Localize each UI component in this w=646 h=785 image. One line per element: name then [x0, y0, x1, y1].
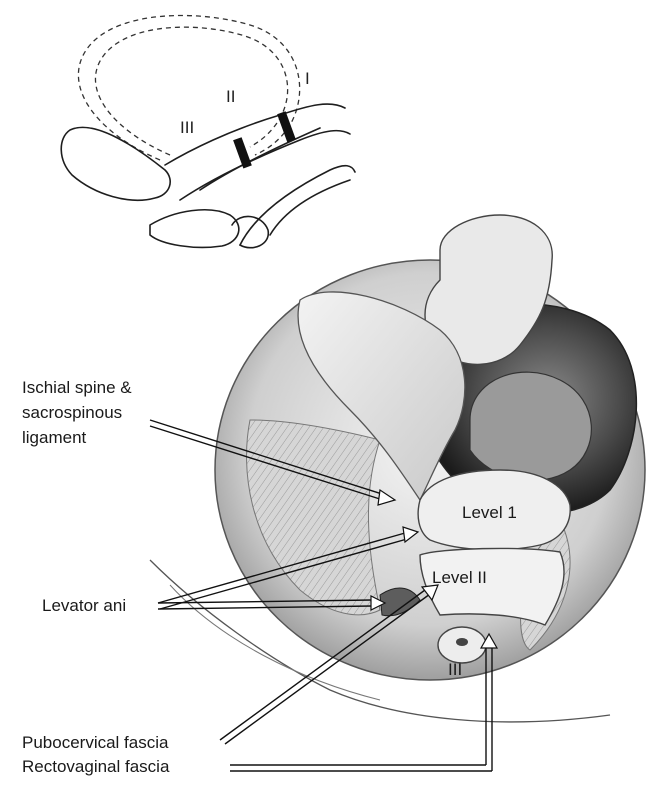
level-3-label: III: [448, 660, 462, 679]
level-i-bar: [277, 111, 296, 142]
level-2-label: Level II: [432, 568, 487, 587]
rectum-loop: [470, 372, 591, 480]
inset-level-ii-label: II: [226, 87, 235, 106]
sagittal-inset-sketch: I II III: [61, 15, 355, 247]
pubocervical-fascia-label: Pubocervical fascia: [22, 733, 169, 752]
ischial-spine-label-line3: ligament: [22, 428, 87, 447]
uterus-dashed-outline: [78, 15, 299, 160]
inset-level-i-label: I: [305, 69, 310, 88]
pelvic-floor-illustration: Level 1 Level II III: [150, 215, 645, 722]
pubic-bone-outline: [61, 127, 170, 200]
inset-level-iii-label: III: [180, 118, 194, 137]
rectovaginal-fascia-label: Rectovaginal fascia: [22, 757, 170, 776]
ischial-spine-label-line2: sacrospinous: [22, 403, 122, 422]
level-1-label: Level 1: [462, 503, 517, 522]
rectum-inner-outline: [270, 180, 350, 235]
anus-opening: [456, 638, 468, 646]
levator-ani-label: Levator ani: [42, 596, 126, 615]
perineal-body-outline: [150, 210, 239, 248]
level-ii-bar: [233, 137, 252, 168]
ischial-spine-label-line1: Ischial spine &: [22, 378, 132, 397]
